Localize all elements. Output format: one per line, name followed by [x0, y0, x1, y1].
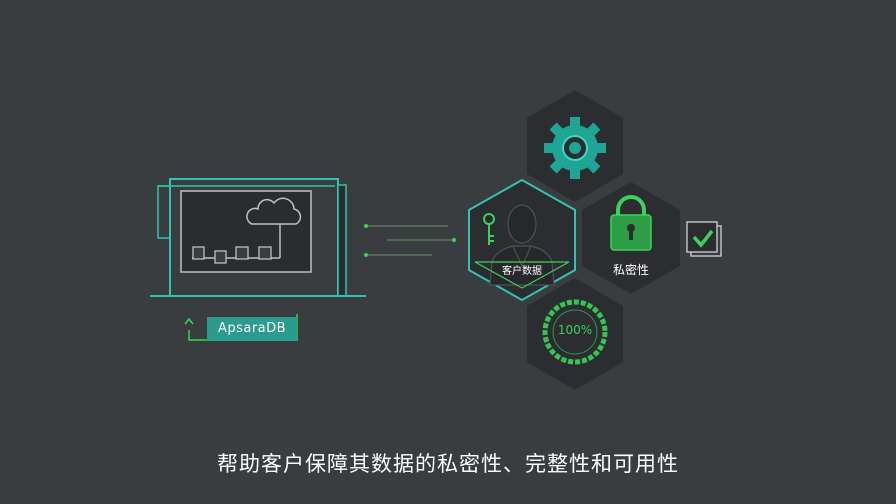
folder-icon [192, 246, 272, 264]
connection-lines [364, 224, 456, 257]
integrity-value: 100% [557, 323, 593, 337]
customer-data-banner [474, 261, 570, 289]
apsaradb-label: ApsaraDB [207, 317, 297, 341]
person-icon [489, 204, 555, 286]
key-icon [483, 213, 495, 245]
monitor-illustration [150, 178, 366, 297]
privacy-label: 私密性 [612, 263, 649, 277]
gear-icon [544, 117, 606, 179]
integrity-hexagon [527, 278, 623, 390]
subtitle-caption: 帮助客户保障其数据的私密性、完整性和可用性 [217, 452, 679, 476]
checkbox-icon [686, 221, 722, 257]
padlock-icon [610, 195, 652, 251]
customer-data-label: 客户数据 [502, 266, 542, 277]
progress-ring-icon [542, 299, 608, 365]
